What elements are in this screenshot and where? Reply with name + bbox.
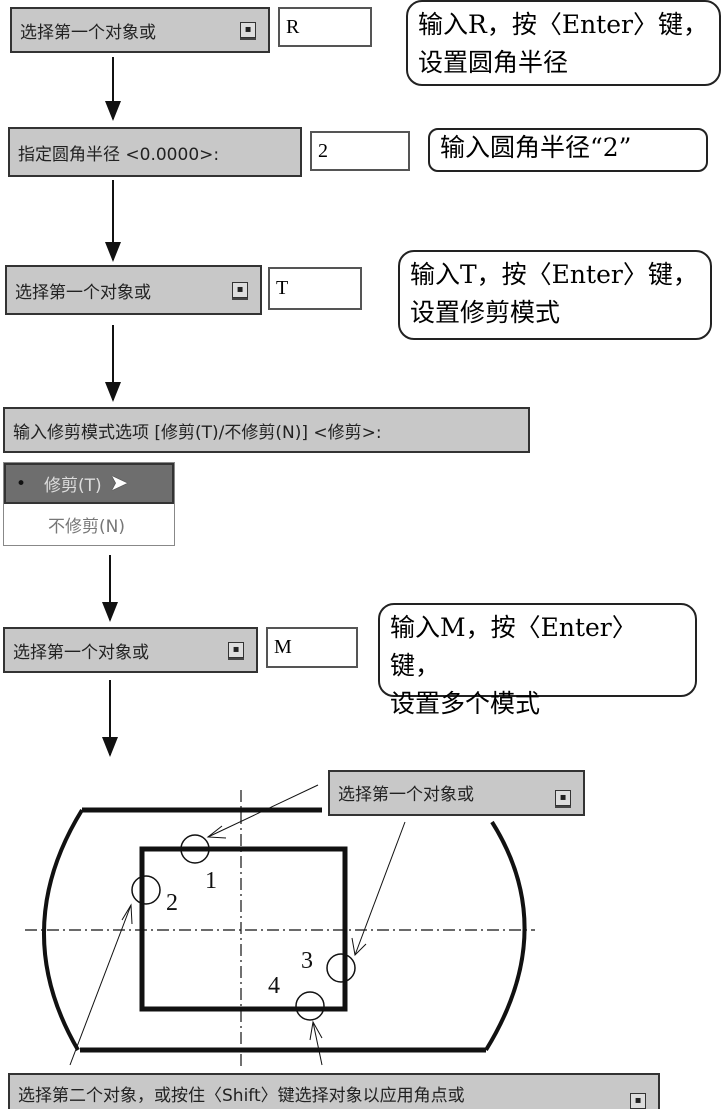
menu-item-trim[interactable]: • 修剪(T) ➤ (4, 463, 174, 504)
selected-bullet-icon: • (16, 473, 27, 494)
cursor-arrow-icon: ➤ (109, 471, 129, 496)
prompt-text: 指定圆角半径 <0.0000>: (18, 144, 220, 165)
callout-text: 设置圆角半径 (418, 48, 569, 77)
callout-step5: 输入M，按〈Enter〉键， 设置多个模式 (378, 603, 697, 718)
pick-circle-4 (295, 991, 325, 1021)
radius-input[interactable]: 2 (310, 131, 410, 171)
pick-circle-1 (180, 834, 210, 864)
prompt-fillet-radius: 指定圆角半径 <0.0000>: (8, 127, 302, 177)
prompt-text: 选择第一个对象或 (20, 22, 156, 43)
leader-lines (69, 784, 406, 1066)
dropdown-icon[interactable]: ▪ (228, 642, 244, 658)
flow-arrow (105, 180, 121, 262)
prompt-text: 选择第一个对象或 (15, 282, 151, 303)
callout-step1: 输入R，按〈Enter〉键， 设置圆角半径 (406, 0, 721, 86)
command-input-t[interactable]: T (268, 267, 362, 310)
dropdown-icon[interactable]: ▪ (240, 22, 256, 38)
prompt-text: 选择第二个对象，或按住〈Shift〉键选择对象以应用角点或 (18, 1086, 465, 1106)
flow-arrow (102, 680, 118, 757)
menu-item-no-trim[interactable]: 不修剪(N) (48, 517, 125, 537)
command-input-m[interactable]: M (266, 627, 358, 668)
label-4: 4 (268, 973, 280, 999)
prompt-select-second-object: 选择第二个对象，或按住〈Shift〉键选择对象以应用角点或 ▪ (8, 1073, 660, 1109)
left-arc (42, 808, 84, 1052)
prompt-text: 选择第一个对象或 (13, 642, 149, 663)
prompt-select-first-object: 选择第一个对象或 ▪ (3, 627, 258, 673)
dropdown-icon[interactable]: ▪ (630, 1093, 646, 1109)
prompt-select-first-object: 选择第一个对象或 ▪ (5, 265, 262, 315)
callout-text: 输入R，按〈Enter〉键， (418, 10, 708, 39)
prompt-text: 选择第一个对象或 (338, 785, 474, 805)
trim-mode-menu: • 修剪(T) ➤ 不修剪(N) (3, 462, 175, 546)
callout-step3: 输入T，按〈Enter〉键， 设置修剪模式 (398, 250, 712, 340)
command-input-r[interactable]: R (278, 7, 372, 47)
flow-arrow (105, 57, 121, 121)
right-arc (484, 820, 527, 1052)
pick-circle-2 (131, 875, 161, 905)
prompt-select-first-object: 选择第一个对象或 ▪ (328, 770, 585, 816)
label-2: 2 (166, 890, 178, 916)
callout-step2: 输入圆角半径“2” (428, 128, 708, 172)
callout-text: 输入圆角半径“2” (440, 133, 632, 162)
label-3: 3 (301, 948, 313, 974)
pick-circle-3 (326, 953, 356, 983)
callout-text: 输入M，按〈Enter〉键， (390, 613, 637, 680)
flow-arrow (105, 325, 121, 402)
prompt-text: 输入修剪模式选项 [修剪(T)/不修剪(N)] <修剪>: (13, 422, 382, 443)
label-1: 1 (205, 868, 217, 894)
prompt-trim-mode: 输入修剪模式选项 [修剪(T)/不修剪(N)] <修剪>: (3, 407, 530, 453)
dropdown-icon[interactable]: ▪ (232, 282, 248, 298)
dropdown-icon[interactable]: ▪ (555, 790, 571, 806)
flow-arrow (102, 555, 118, 622)
callout-text: 设置多个模式 (390, 689, 541, 718)
callout-text: 输入T，按〈Enter〉键， (410, 260, 698, 289)
callout-text: 设置修剪模式 (410, 298, 561, 327)
inner-rectangle (139, 846, 348, 1012)
menu-item-label: 修剪(T) (44, 476, 102, 496)
prompt-select-first-object: 选择第一个对象或 ▪ (10, 7, 270, 53)
